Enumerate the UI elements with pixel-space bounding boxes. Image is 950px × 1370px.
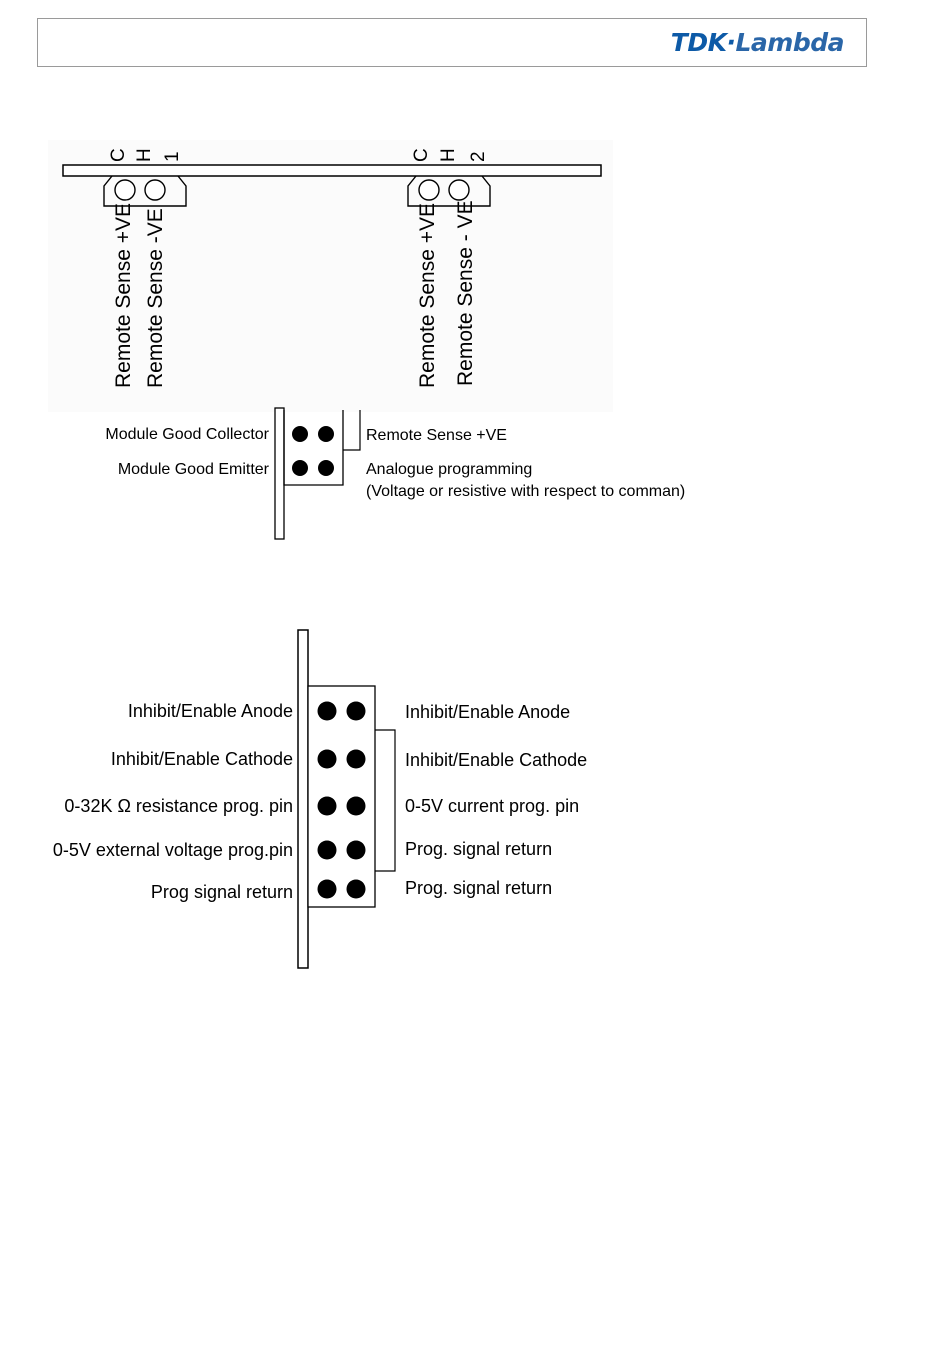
left-label-5: Prog signal return	[151, 882, 293, 902]
svg-text:H: H	[134, 148, 155, 162]
pin-dot	[317, 749, 337, 769]
svg-text:1: 1	[162, 151, 183, 162]
left-label-3: 0-32K Ω resistance prog. pin	[64, 796, 293, 816]
header-bracket	[343, 410, 361, 451]
right-label-3: 0-5V current prog. pin	[405, 796, 579, 816]
ch1-sense-pos-label: Remote Sense +VE	[112, 203, 135, 388]
connector-housing	[307, 685, 376, 908]
svg-text:C: C	[108, 148, 129, 162]
pin-dot	[317, 879, 337, 899]
analogue-programming-label: Analogue programming	[366, 461, 532, 478]
left-label-2: Inhibit/Enable Cathode	[111, 749, 293, 769]
remote-sense-board: C H 1 C H 2 Remote Sense +VE Remote Sens…	[48, 140, 613, 412]
pin-dot	[318, 460, 334, 476]
inhibit-enable-connector: Inhibit/Enable Anode Inhibit/Enable Cath…	[53, 629, 587, 969]
connector-pins	[317, 701, 366, 899]
ch2-pin-pos	[418, 179, 440, 201]
pin-dot	[346, 879, 366, 899]
connector-bracket	[375, 729, 396, 872]
ch2-sense-pos-label: Remote Sense +VE	[416, 203, 439, 388]
remote-sense-label: Remote Sense +VE	[366, 427, 507, 444]
ch2-connector	[407, 175, 491, 207]
pin-dot	[346, 749, 366, 769]
svg-text:C: C	[411, 148, 432, 162]
pin-dot	[292, 426, 308, 442]
pin-dot	[317, 840, 337, 860]
header-backplate	[274, 407, 285, 540]
figure-backdrop	[48, 140, 613, 412]
connector-backplate	[297, 629, 309, 969]
ch1-pin-neg	[144, 179, 166, 201]
ch2-label: C H 2	[411, 148, 489, 162]
pin-dot	[346, 796, 366, 816]
right-label-5: Prog. signal return	[405, 878, 552, 898]
ch1-sense-neg-label: Remote Sense -VE	[144, 208, 167, 388]
ch1-pin-pos	[114, 179, 136, 201]
pin-dot	[292, 460, 308, 476]
left-label-4: 0-5V external voltage prog.pin	[53, 840, 293, 860]
svg-text:2: 2	[468, 151, 489, 162]
pin-dot	[346, 701, 366, 721]
pin-dot	[318, 426, 334, 442]
pin-dot	[317, 796, 337, 816]
ch2-sense-neg-label: Remote Sense - VE	[454, 200, 477, 386]
right-label-1: Inhibit/Enable Anode	[405, 702, 570, 722]
tdk-lambda-logo: TDK·Lambda	[670, 28, 845, 57]
svg-text:H: H	[438, 148, 459, 162]
module-good-header: Module Good Collector Module Good Emitte…	[105, 407, 685, 540]
module-good-emitter-label: Module Good Emitter	[118, 461, 270, 478]
right-label-4: Prog. signal return	[405, 839, 552, 859]
left-label-1: Inhibit/Enable Anode	[128, 701, 293, 721]
header-housing	[283, 410, 344, 486]
board-bar	[62, 164, 602, 177]
pin-dot	[317, 701, 337, 721]
module-good-collector-label: Module Good Collector	[105, 426, 269, 443]
ch1-label: C H 1	[108, 148, 183, 162]
pin-dot	[346, 840, 366, 860]
page-header: TDK·Lambda	[37, 18, 867, 67]
right-label-2: Inhibit/Enable Cathode	[405, 750, 587, 770]
ch2-pin-neg	[448, 179, 470, 201]
ch1-connector	[103, 175, 187, 207]
analogue-programming-note: (Voltage or resistive with respect to co…	[366, 483, 685, 500]
